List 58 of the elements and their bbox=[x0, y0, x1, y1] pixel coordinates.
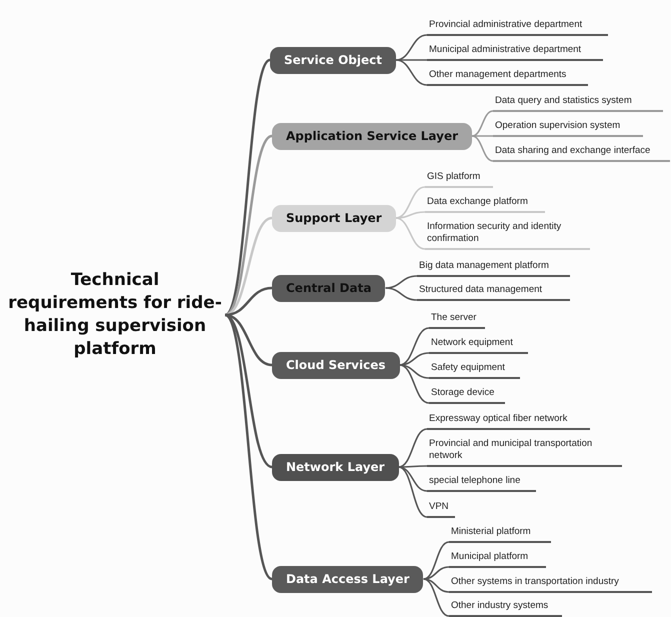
branch-topic: Application Service Layer bbox=[272, 122, 472, 150]
leaf-topic: Safety equipment bbox=[429, 362, 520, 379]
connector-line bbox=[224, 216, 272, 316]
connector-line bbox=[399, 352, 430, 366]
leaf-topic: Data sharing and exchange interface bbox=[493, 145, 670, 162]
connector-line bbox=[472, 135, 493, 137]
leaf-topic: VPN bbox=[427, 501, 455, 518]
connector-line bbox=[396, 59, 428, 86]
connector-line bbox=[385, 287, 418, 301]
leaf-topic: special telephone line bbox=[427, 475, 536, 492]
connector-line bbox=[385, 275, 418, 289]
leaf-topic: Provincial administrative department bbox=[427, 19, 608, 36]
connector-line bbox=[472, 110, 494, 137]
branch-topic: Cloud Services bbox=[272, 352, 400, 378]
connector-line bbox=[423, 578, 450, 617]
branch-topic: Service Object bbox=[270, 46, 396, 74]
connector-line bbox=[224, 59, 271, 316]
connector-line bbox=[396, 217, 426, 250]
connector-line bbox=[398, 428, 428, 468]
connector-line bbox=[398, 465, 427, 468]
connector-line bbox=[399, 327, 430, 366]
leaf-topic: Data query and statistics system bbox=[493, 95, 663, 112]
leaf-topic: Municipal platform bbox=[449, 551, 546, 568]
leaf-topic: Other systems in transportation industry bbox=[449, 576, 652, 593]
leaf-topic: Provincial and municipal transportation network bbox=[427, 438, 622, 467]
leaf-topic: Municipal administrative department bbox=[427, 44, 603, 61]
connector-line bbox=[399, 364, 430, 404]
connector-line bbox=[423, 578, 450, 593]
leaf-topic: Data exchange platform bbox=[425, 196, 545, 213]
central-topic: Technical requirements for ride-hailing supervision platform bbox=[5, 269, 225, 361]
leaf-topic: Information security and identity confirmation bbox=[425, 221, 590, 250]
connector-line bbox=[398, 466, 428, 518]
branch-topic: Central Data bbox=[272, 274, 386, 302]
connector-line bbox=[472, 135, 494, 162]
branch-topic: Data Access Layer bbox=[272, 566, 424, 592]
connector-line bbox=[396, 211, 426, 219]
leaf-topic: Network equipment bbox=[429, 337, 528, 354]
connector-line bbox=[423, 566, 450, 580]
connector-line bbox=[396, 186, 426, 219]
connector-line bbox=[224, 134, 273, 316]
connector-line bbox=[224, 286, 272, 316]
leaf-topic: Operation supervision system bbox=[493, 120, 643, 137]
branch-topic: Support Layer bbox=[272, 204, 396, 232]
leaf-topic: GIS platform bbox=[425, 171, 493, 188]
connector-line bbox=[396, 59, 427, 61]
leaf-topic: Ministerial platform bbox=[449, 526, 551, 543]
leaf-topic: Other management departments bbox=[427, 69, 588, 86]
connector-line bbox=[224, 314, 272, 366]
connector-line bbox=[224, 314, 273, 468]
connector-line bbox=[224, 314, 273, 580]
leaf-topic: Other industry systems bbox=[449, 600, 562, 617]
branch-topic: Network Layer bbox=[272, 454, 399, 480]
leaf-topic: Expressway optical fiber network bbox=[427, 413, 590, 430]
leaf-topic: Structured data management bbox=[417, 284, 570, 301]
connector-line bbox=[423, 541, 450, 580]
leaf-topic: Storage device bbox=[429, 387, 505, 404]
leaf-topic: The server bbox=[429, 312, 485, 329]
leaf-topic: Big data management platform bbox=[417, 260, 570, 277]
